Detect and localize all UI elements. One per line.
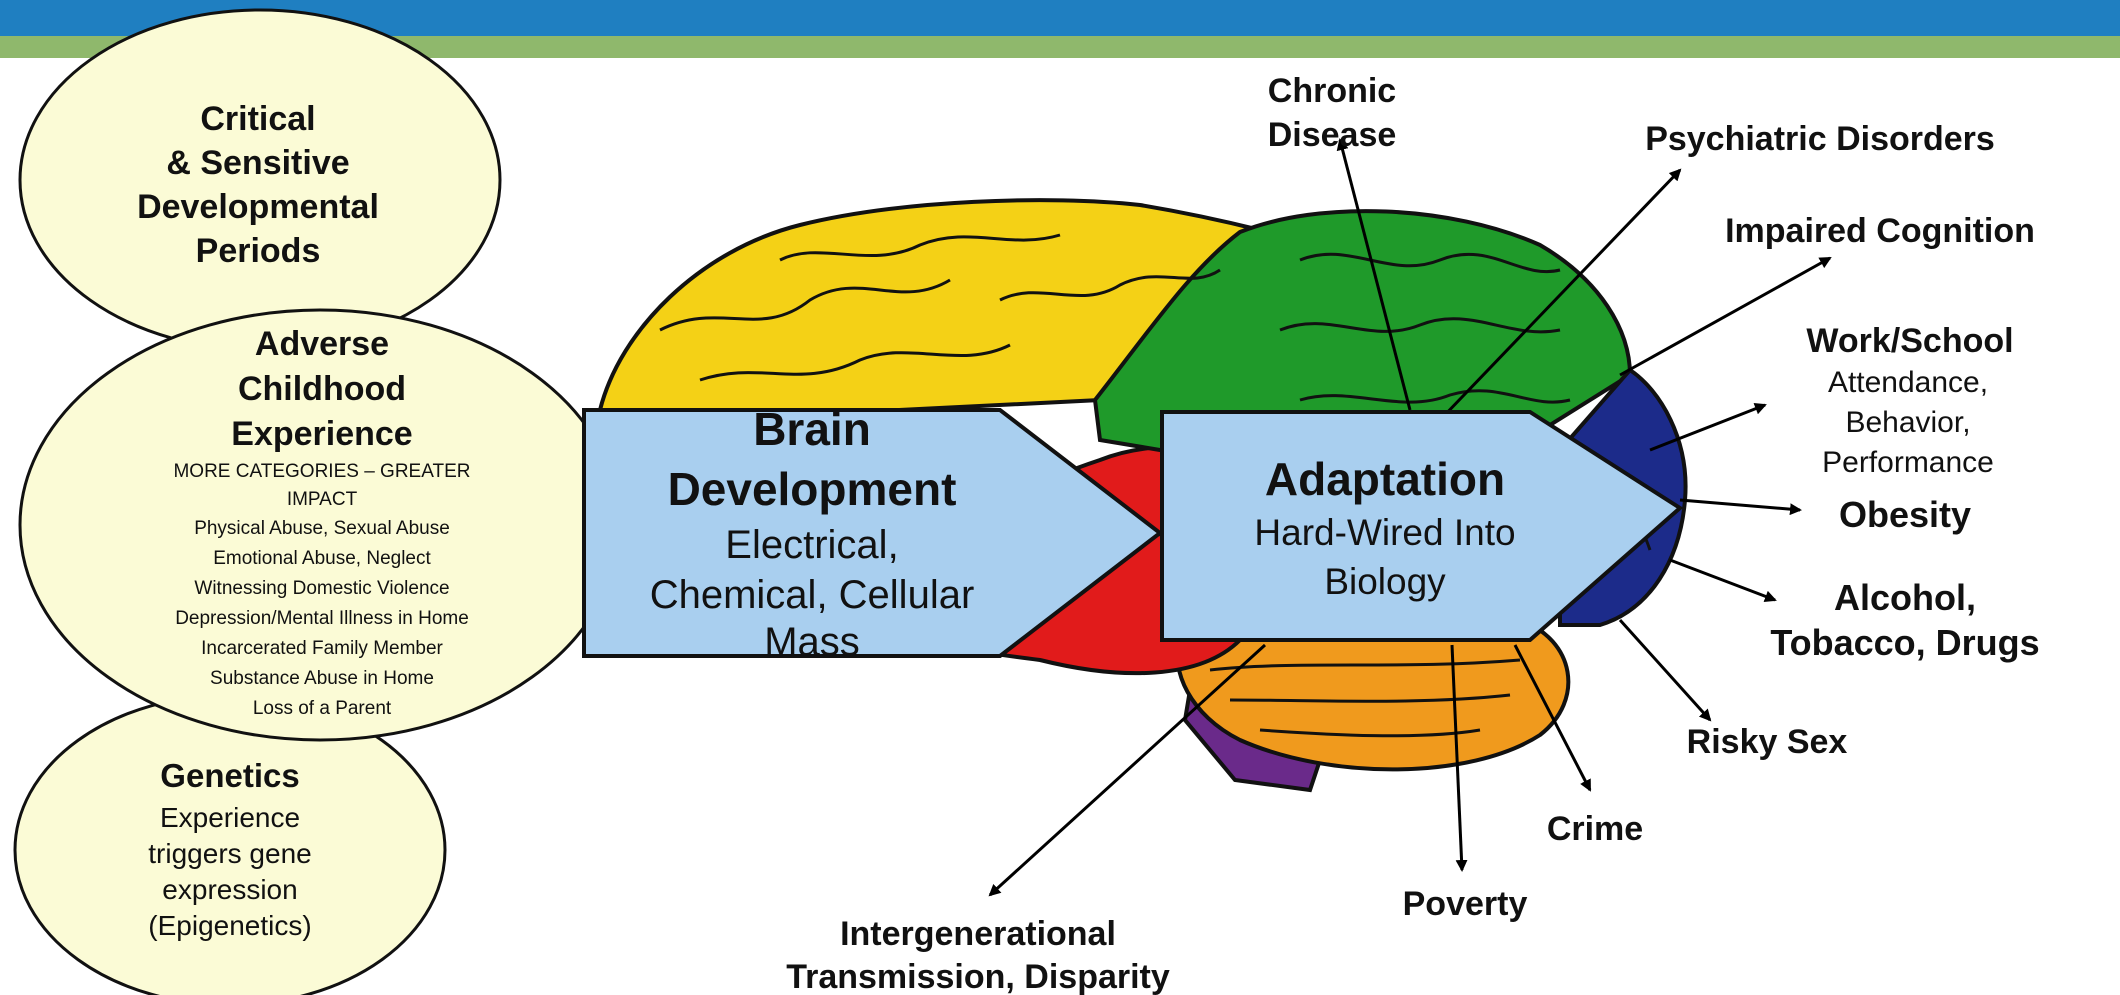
ace-title-2: Childhood bbox=[238, 370, 406, 408]
ace-item: Depression/Mental Illness in Home bbox=[175, 608, 469, 629]
work-school-line-2: Behavior, bbox=[1845, 406, 1970, 439]
arrow-cognition bbox=[1620, 258, 1830, 375]
svg-text:Attendance,Behavior,Performanc: Attendance, Behavior, Performance bbox=[1822, 366, 1994, 479]
brain-development-line-2: Chemical, Cellular bbox=[650, 573, 975, 617]
alcohol-line-1: Alcohol, bbox=[1834, 577, 1976, 618]
arrow-obesity bbox=[1680, 500, 1800, 510]
critical-line-4: Periods bbox=[196, 232, 321, 270]
critical-line-1: Critical bbox=[200, 100, 315, 138]
ace-subtitle-2: IMPACT bbox=[287, 489, 358, 510]
chronic-disease-line-1: Chronic bbox=[1268, 72, 1396, 110]
work-school-line-3: Performance bbox=[1822, 446, 1994, 479]
brain-development-line-1: Electrical, bbox=[725, 523, 898, 567]
adaptation-title: Adaptation bbox=[1265, 453, 1505, 505]
genetics-line-4: (Epigenetics) bbox=[148, 910, 311, 941]
work-school-title: Work/School bbox=[1806, 322, 2013, 360]
alcohol-line-2: Tobacco, Drugs bbox=[1770, 622, 2039, 663]
ace-item: Incarcerated Family Member bbox=[201, 638, 443, 659]
cognition-label: Impaired Cognition bbox=[1725, 212, 2035, 250]
arrow-alcohol bbox=[1670, 560, 1775, 600]
svg-text:Alcohol,Tobacco, Drugs: Alcohol,Tobacco, Drugs bbox=[1770, 577, 2039, 663]
arrow-risky-sex bbox=[1620, 620, 1710, 720]
chronic-disease-line-2: Disease bbox=[1268, 116, 1397, 154]
intergenerational-line-2: Transmission, Disparity bbox=[786, 958, 1170, 995]
ace-title-1: Adverse bbox=[255, 325, 389, 363]
crime-label: Crime bbox=[1547, 810, 1643, 848]
ace-item: Substance Abuse in Home bbox=[210, 668, 434, 689]
ace-subtitle-1: MORE CATEGORIES – GREATER bbox=[173, 461, 470, 482]
genetics-title: Genetics bbox=[160, 757, 299, 794]
brain-development-line-3: Mass bbox=[764, 620, 860, 664]
critical-line-2: & Sensitive bbox=[166, 144, 349, 182]
brain-development-title-1: Brain bbox=[753, 403, 871, 455]
adaptation-line-2: Biology bbox=[1324, 561, 1446, 602]
genetics-line-3: expression bbox=[162, 874, 297, 905]
ace-item: Witnessing Domestic Violence bbox=[194, 578, 449, 599]
brain-development-title-2: Development bbox=[668, 463, 957, 515]
ace-title-3: Experience bbox=[231, 415, 412, 453]
critical-line-3: Developmental bbox=[137, 188, 379, 226]
intergenerational-line-1: Intergenerational bbox=[840, 915, 1116, 953]
arrow-intergenerational bbox=[990, 645, 1265, 895]
risky-sex-label: Risky Sex bbox=[1687, 723, 1848, 761]
work-school-line-1: Attendance, bbox=[1828, 366, 1988, 399]
genetics-line-1: Experience bbox=[160, 802, 300, 833]
psychiatric-label: Psychiatric Disorders bbox=[1645, 120, 1995, 158]
obesity-label: Obesity bbox=[1839, 494, 1971, 535]
ace-item: Physical Abuse, Sexual Abuse bbox=[194, 518, 450, 539]
adaptation-line-1: Hard-Wired Into bbox=[1254, 512, 1515, 553]
poverty-label: Poverty bbox=[1403, 885, 1528, 923]
ace-item: Loss of a Parent bbox=[253, 698, 392, 719]
ace-item: Emotional Abuse, Neglect bbox=[213, 548, 431, 569]
genetics-line-2: triggers gene bbox=[148, 838, 311, 869]
